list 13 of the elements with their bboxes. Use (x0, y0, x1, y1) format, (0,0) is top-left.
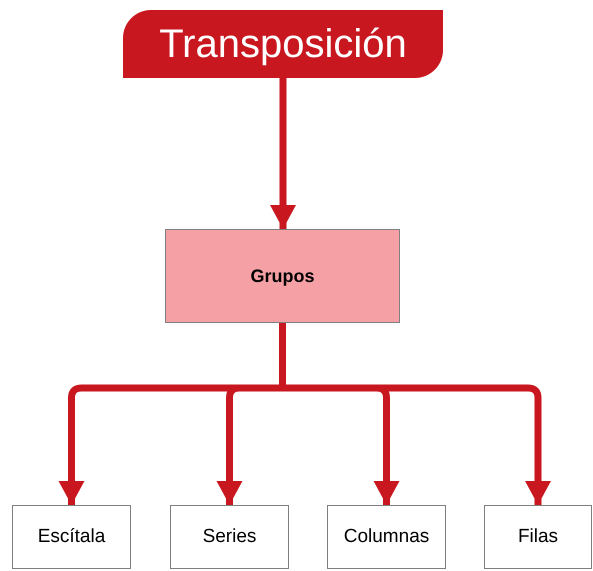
process-box (484, 505, 592, 569)
node-label: Series (202, 524, 256, 549)
process-box (12, 505, 131, 569)
title-box (123, 10, 443, 78)
process-box (165, 229, 400, 323)
node-label: Columnas (344, 524, 430, 549)
node-label: Grupos (250, 264, 314, 288)
process-box (327, 505, 446, 569)
node-label: Transposición (159, 21, 407, 68)
arrow (270, 78, 296, 229)
node-label: Escítala (38, 524, 106, 549)
process-box (170, 505, 289, 569)
node-label: Filas (518, 524, 558, 549)
